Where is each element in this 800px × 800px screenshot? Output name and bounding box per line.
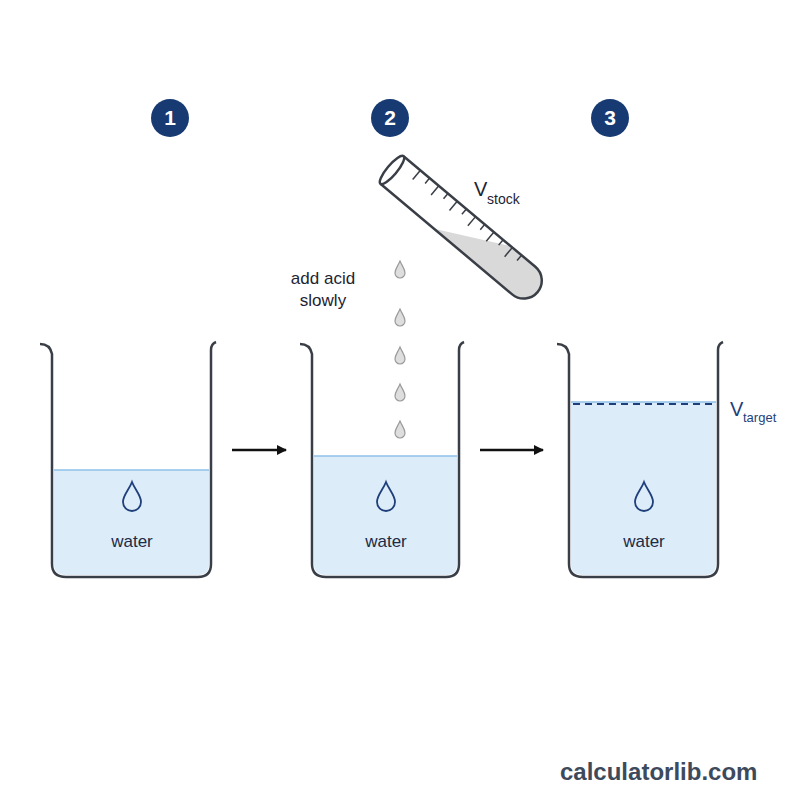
beaker: water — [300, 342, 460, 578]
beaker-wall — [300, 342, 464, 577]
step-number-circle: 1 — [151, 99, 189, 137]
acid-drops — [395, 261, 405, 438]
tick-mark — [468, 217, 476, 226]
water-fill — [314, 456, 457, 575]
step-arrow — [232, 449, 286, 452]
tick-mark — [480, 224, 484, 229]
tube-outline — [380, 156, 549, 306]
tick-mark — [444, 193, 448, 198]
step-number-circle: 2 — [371, 99, 409, 137]
target-line — [573, 403, 715, 405]
instruction-note: add acid slowly — [281, 268, 365, 312]
water-surface — [571, 401, 716, 403]
tick-mark — [431, 186, 439, 195]
beaker: water — [40, 342, 212, 578]
volume-symbol: V — [730, 396, 743, 422]
step-number: 1 — [164, 106, 176, 130]
water-drop-icon — [377, 482, 395, 511]
step-number: 3 — [604, 106, 616, 130]
beaker: water — [557, 342, 719, 578]
water-surface — [314, 455, 457, 457]
acid-drop — [395, 309, 405, 326]
tick-mark — [413, 170, 421, 179]
tick-mark — [425, 178, 429, 183]
beaker-label: water — [52, 532, 212, 552]
tick-mark — [462, 209, 466, 214]
tick-mark — [449, 201, 457, 210]
tick-mark — [505, 247, 513, 256]
water-drop-icon — [635, 482, 653, 511]
water-fill — [54, 470, 209, 575]
beaker-label: water — [569, 532, 719, 552]
water-drop-icon — [123, 482, 141, 511]
volume-subscript: target — [743, 410, 776, 427]
step-number: 2 — [384, 106, 396, 130]
acid-drop — [395, 347, 405, 364]
volume-subscript: stock — [487, 190, 520, 208]
tick-mark — [517, 255, 521, 260]
volume-symbol: V — [474, 176, 487, 202]
step-arrow — [480, 449, 543, 452]
test-tube — [377, 153, 557, 312]
tick-mark — [486, 232, 494, 241]
water-surface — [54, 469, 209, 471]
beaker-wall — [40, 342, 216, 577]
circle-fill — [371, 99, 409, 137]
acid-drop — [395, 421, 405, 438]
tube-liquid — [434, 201, 557, 312]
beaker-label: water — [312, 532, 460, 552]
beaker-wall — [557, 342, 723, 577]
acid-drop — [395, 261, 405, 278]
circle-fill — [591, 99, 629, 137]
tube-ticks — [413, 170, 522, 264]
tick-mark — [499, 240, 503, 245]
watermark: calculatorlib.com — [560, 756, 757, 787]
circle-fill — [151, 99, 189, 137]
tube-mouth — [377, 153, 408, 187]
acid-drop — [395, 384, 405, 401]
step-number-circle: 3 — [591, 99, 629, 137]
